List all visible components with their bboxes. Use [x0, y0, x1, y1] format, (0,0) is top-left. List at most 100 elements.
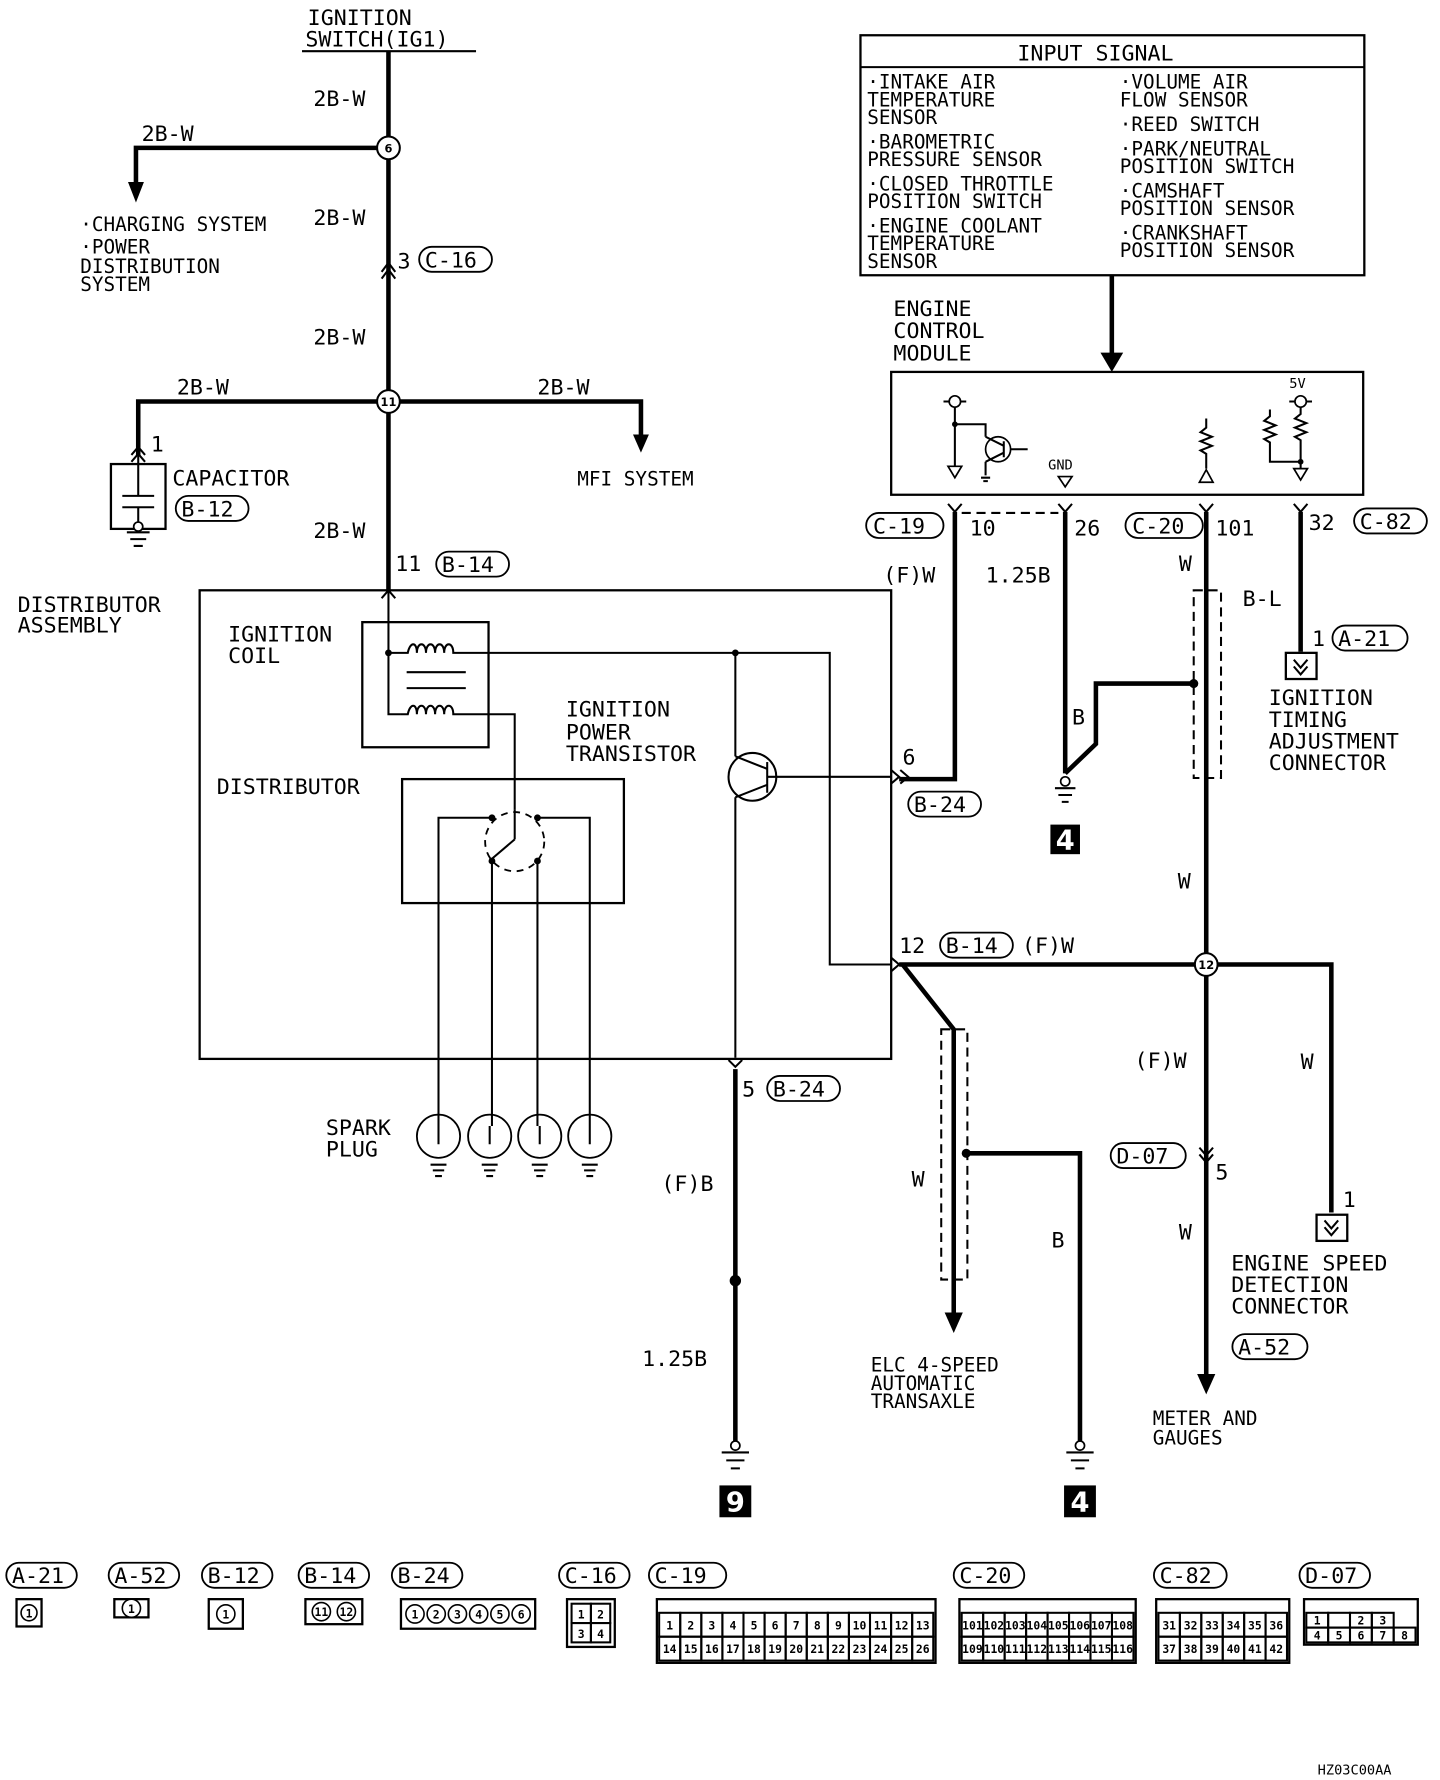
a52-tag — [1231, 1333, 1309, 1361]
ecm-internal-wire — [953, 407, 987, 467]
ignition-switch: IGNITION SWITCH(IG1) — [302, 6, 477, 53]
connector-pin: 24 — [874, 1642, 888, 1656]
charging-targets: ·CHARGING SYSTEM ·POWER DISTRIBUTION SYS… — [80, 213, 266, 296]
a52-connector-label: A-52 — [1238, 1336, 1290, 1361]
input-signal-left-line: SENSOR — [867, 106, 937, 129]
ecm-gnd-icon — [1056, 475, 1074, 489]
connector-pin-cell — [20, 1604, 38, 1622]
connector-pin: 18 — [747, 1642, 761, 1656]
connector-pin: 116 — [1112, 1642, 1133, 1656]
connector-pin: 105 — [1048, 1618, 1069, 1632]
connector-pin-cell — [511, 1604, 532, 1624]
c82-connector-label: C-82 — [1360, 510, 1412, 535]
ecm-5v-icon — [1294, 394, 1308, 409]
connector-pin: 102 — [984, 1618, 1005, 1632]
wire-shield-drain — [1063, 681, 1194, 776]
input-signal-right-line: ·VOLUME AIR — [1120, 71, 1248, 94]
a52-label-1: ENGINE SPEED — [1231, 1251, 1387, 1276]
connector-pin: 5 — [1336, 1629, 1343, 1643]
wire-to-capacitor — [135, 399, 389, 455]
ecm-triangle-up-icon — [1197, 467, 1215, 484]
wire-label-b-shield: B — [1072, 706, 1085, 731]
c19-connector-label: C-19 — [873, 514, 925, 539]
connector-id-label: B-24 — [398, 1564, 450, 1589]
connector-pin: 8 — [814, 1618, 821, 1632]
c19-tag — [865, 512, 945, 539]
ecm-5v-label: 5V — [1289, 376, 1305, 392]
connector-pin-cell — [426, 1604, 447, 1624]
connector-pin: 1 — [412, 1607, 419, 1621]
connector-pin: 36 — [1269, 1618, 1283, 1632]
input-signal-left-line: TEMPERATURE — [867, 232, 995, 255]
input-signal-box: INPUT SIGNAL ·INTAKE AIR TEMPERATURE SEN… — [859, 34, 1366, 277]
spark-plugs: SPARK PLUG — [326, 1113, 613, 1178]
wire-c19-10-to-b24-6 — [899, 511, 958, 782]
a21-label-3: ADJUSTMENT — [1269, 729, 1399, 754]
b24-pin6-tag — [907, 790, 982, 818]
connector-b24-5-icon — [727, 1059, 743, 1069]
ignition-coil-label-1: IGNITION — [228, 622, 332, 647]
b14-pin12-tag — [939, 931, 1014, 959]
distributor-assembly-label-2: ASSEMBLY — [18, 613, 122, 638]
connector-housing-icon — [655, 1598, 937, 1664]
b12-connector-label: B-12 — [181, 497, 233, 522]
connector-pin-cell — [1110, 1635, 1135, 1662]
figure-code: HZ03C00AA — [1318, 1762, 1392, 1778]
spark-plug-icon — [567, 1113, 613, 1159]
wire-b14-12-to-a52 — [899, 962, 1334, 1213]
b24-pin5-tag — [766, 1075, 841, 1102]
power-transistor-label-1: IGNITION — [566, 698, 670, 723]
connector-pin: 5 — [496, 1607, 503, 1621]
connector-id-label: D-07 — [1305, 1564, 1357, 1589]
connector-housing-icon — [15, 1598, 43, 1628]
a52-label-3: CONNECTOR — [1231, 1295, 1349, 1320]
wire-primary-to-b14-12 — [735, 651, 892, 966]
connector-pin: 31 — [1162, 1618, 1176, 1632]
connector-pin: 101 — [962, 1618, 983, 1632]
spark-plug-icon — [517, 1113, 563, 1159]
connector-pin: 7 — [1379, 1629, 1386, 1643]
connector-pin: 25 — [895, 1642, 909, 1656]
connector-pin: 15 — [684, 1642, 698, 1656]
input-signal-right-line: ·PARK/NEUTRAL — [1120, 137, 1271, 160]
ground-icon — [1066, 1451, 1094, 1470]
ignition-switch-label-1: IGNITION — [308, 6, 412, 31]
wire-label-2bw-2: 2B-W — [313, 206, 366, 231]
a21-tag — [1331, 624, 1409, 652]
spark-plug-4 — [567, 1113, 613, 1178]
wire-label-fw-b14: (F)W — [1022, 934, 1075, 959]
connector-pin-cell — [447, 1604, 468, 1624]
connector-pin: 3 — [708, 1618, 715, 1632]
connector-pin: 10 — [853, 1618, 867, 1632]
connector-id-tag — [1298, 1561, 1371, 1589]
connector-pin: 1 — [666, 1618, 673, 1632]
connector-pin: 41 — [1248, 1642, 1262, 1656]
arrow-elc-icon — [944, 1312, 963, 1334]
connector-c82-32-icon — [1293, 503, 1309, 514]
connector-pin: 2 — [597, 1607, 604, 1621]
engine-control-module: ENGINE CONTROL MODULE GND 5V — [890, 297, 1365, 496]
connector-pin: 103 — [1005, 1618, 1026, 1632]
a52-label: ENGINE SPEED DETECTION CONNECTOR — [1231, 1251, 1387, 1319]
transistor-emitter — [734, 783, 768, 799]
mfi-label: MFI SYSTEM — [577, 468, 693, 491]
ground-terminal-icon — [132, 521, 144, 533]
connector-pin: 115 — [1091, 1642, 1112, 1656]
ground-point-9 — [719, 1485, 752, 1518]
ecm-resistor-icon — [1197, 418, 1215, 469]
connector-pin: 5 — [751, 1618, 758, 1632]
connector-pin: 14 — [663, 1642, 677, 1656]
connector-id-label: C-82 — [1160, 1564, 1212, 1589]
charging-line-1: ·CHARGING SYSTEM — [80, 213, 266, 236]
connector-pin: 109 — [962, 1642, 983, 1656]
b14-pin12-connector-label: B-14 — [946, 934, 998, 959]
wire-label-b-ground: B — [1052, 1229, 1065, 1254]
ecm-label-2: CONTROL — [893, 319, 984, 344]
connector-housing-icon — [1155, 1598, 1291, 1664]
connector-pin: 1 — [578, 1607, 585, 1621]
wire-label-fb: (F)B — [661, 1172, 713, 1197]
a52-label-2: DETECTION — [1231, 1273, 1348, 1298]
wire-label-w-c20: W — [1179, 552, 1193, 577]
